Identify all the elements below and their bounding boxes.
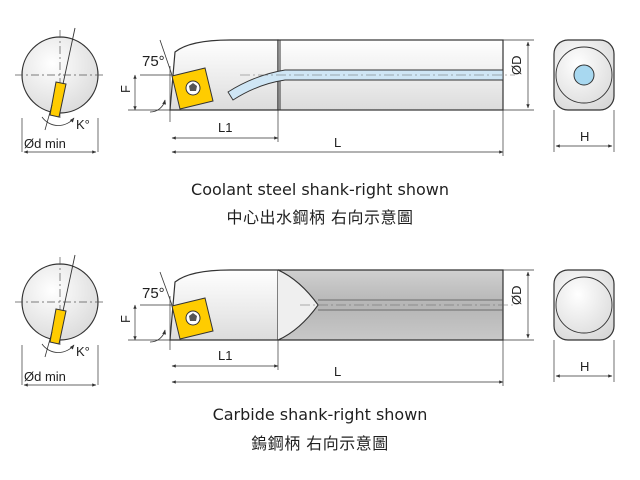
clearance-line [44, 104, 53, 131]
section-outline [553, 269, 615, 341]
coolant-side-view: 75° F L1 L ØD [118, 39, 534, 156]
carbide-caption-zh: 鎢鋼柄 右向示意圖 [251, 434, 389, 453]
l1-label: L1 [218, 348, 232, 363]
rake-line [62, 27, 76, 85]
torx-icon [189, 83, 197, 91]
carbide-section-view: H [553, 269, 615, 382]
h-label: H [580, 129, 589, 144]
od-label: ØD [509, 286, 524, 306]
l1-label: L1 [218, 120, 232, 135]
coolant-caption-en: Coolant steel shank-right shown [191, 180, 449, 199]
rake-line [62, 254, 76, 312]
angle-leader [159, 271, 173, 306]
k-angle-label: K° [76, 344, 90, 359]
f-label: F [118, 85, 133, 93]
coolant-section-view: H [553, 39, 615, 152]
od-label: ØD [509, 56, 524, 76]
dmin-label: Ød min [24, 369, 66, 384]
coolant-channel [227, 69, 504, 101]
k-angle-arc [41, 116, 75, 126]
lead-angle-arrow [149, 99, 167, 113]
dmin-label: Ød min [24, 136, 66, 151]
k-angle-arc [41, 343, 75, 353]
l-label: L [334, 364, 341, 379]
lead-angle-arrow [149, 329, 167, 343]
k-angle-label: K° [76, 117, 90, 132]
carbide-side-view: 75° F L1 L ØD [118, 269, 534, 386]
angle-label: 75° [142, 285, 165, 302]
clearance-line [44, 331, 53, 358]
f-label: F [118, 315, 133, 323]
carbide-figure: K° Ød min 75° F [15, 254, 615, 387]
coolant-hole [573, 64, 595, 86]
coolant-caption-zh: 中心出水鋼柄 右向示意圖 [226, 208, 414, 227]
coolant-end-view: K° Ød min [15, 27, 105, 154]
insert-edge-view [49, 81, 67, 118]
carbide-caption-en: Carbide shank-right shown [212, 405, 428, 424]
l-label: L [334, 135, 341, 150]
torx-icon [189, 313, 197, 321]
angle-leader [159, 39, 173, 76]
h-label: H [580, 359, 589, 374]
insert-edge-view [49, 308, 67, 345]
angle-label: 75° [142, 53, 165, 70]
carbide-end-view: K° Ød min [15, 254, 105, 387]
coolant-figure: K° Ød min 75° F [15, 27, 615, 156]
